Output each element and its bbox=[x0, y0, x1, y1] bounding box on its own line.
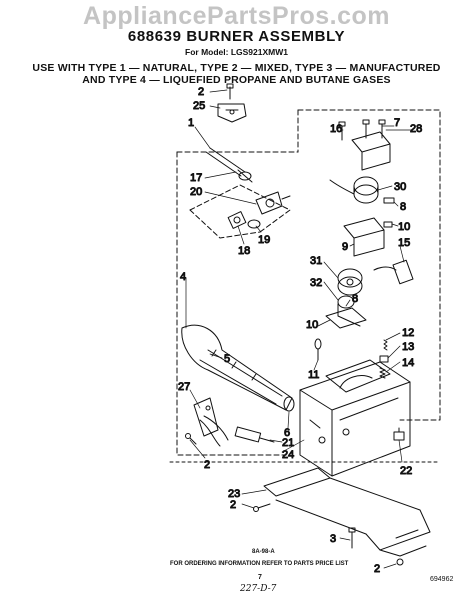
callout-8-upper: 8 bbox=[400, 201, 406, 213]
screw-16 bbox=[338, 121, 346, 141]
assembly-outline bbox=[176, 109, 441, 456]
callout-32: 32 bbox=[310, 277, 322, 289]
callout-1: 1 bbox=[188, 117, 194, 129]
part-11 bbox=[314, 338, 322, 361]
callout-2-igniter: 2 bbox=[204, 459, 210, 471]
callout-20: 20 bbox=[190, 186, 202, 198]
plate-10-lower bbox=[325, 307, 367, 329]
leader-lines bbox=[185, 89, 413, 569]
gas-type-line-2: AND TYPE 4 — LIQUEFIED PROPANE AND BUTAN… bbox=[82, 74, 391, 86]
fitting-22 bbox=[393, 427, 405, 441]
callout-2-bottom: 2 bbox=[374, 563, 380, 575]
orifice-fitting-18 bbox=[227, 211, 247, 229]
callout-8-lower: 8 bbox=[352, 293, 358, 305]
callout-2-bracket: 2 bbox=[230, 499, 236, 511]
burner-tube bbox=[181, 324, 295, 412]
screw-2-bottom bbox=[396, 558, 404, 566]
screw-2-bracket bbox=[253, 503, 271, 512]
orifice-group-outline bbox=[189, 184, 291, 239]
callout-24: 24 bbox=[282, 449, 294, 461]
clip-8-upper bbox=[383, 197, 395, 204]
orifice-hood bbox=[255, 191, 291, 215]
callout-15: 15 bbox=[398, 237, 410, 249]
page-title: 688639 BURNER ASSEMBLY bbox=[127, 28, 346, 45]
callout-3: 3 bbox=[330, 533, 336, 545]
spring-12 bbox=[383, 339, 388, 351]
callout-7: 7 bbox=[394, 117, 400, 129]
valve-housing bbox=[325, 359, 391, 393]
callout-12: 12 bbox=[402, 327, 414, 339]
callout-31: 31 bbox=[310, 255, 322, 267]
component-15 bbox=[373, 259, 414, 285]
callout-21: 21 bbox=[282, 437, 294, 449]
coil-32 bbox=[337, 295, 361, 327]
screw-3 bbox=[348, 527, 356, 549]
coil-bracket-lower bbox=[343, 217, 385, 257]
callout-22: 22 bbox=[400, 465, 412, 477]
callout-13: 13 bbox=[402, 341, 414, 353]
callout-9: 9 bbox=[342, 241, 348, 253]
handwritten-note: 227-D-7 bbox=[240, 584, 277, 594]
model-number: For Model: LGS921XMW1 bbox=[185, 47, 288, 57]
igniter-bracket bbox=[193, 397, 229, 447]
gas-type-line-1: USE WITH TYPE 1 — NATURAL, TYPE 2 — MIXE… bbox=[32, 62, 441, 74]
callout-labels: 2 25 1 17 20 18 19 4 5 27 6 2 21 24 16 7… bbox=[178, 86, 423, 576]
callout-6: 6 bbox=[284, 427, 290, 439]
callout-23: 23 bbox=[228, 488, 240, 500]
callout-16: 16 bbox=[330, 123, 342, 135]
top-screw bbox=[226, 83, 234, 100]
callout-11: 11 bbox=[308, 369, 319, 381]
coil-bracket-top bbox=[351, 131, 391, 171]
igniter-21 bbox=[234, 426, 275, 443]
callout-27: 27 bbox=[178, 381, 190, 393]
callout-14: 14 bbox=[402, 357, 414, 369]
sheet-code: 8A-98-A bbox=[252, 549, 275, 555]
callout-5: 5 bbox=[224, 353, 230, 365]
callout-10-lower: 10 bbox=[306, 319, 318, 331]
screw-7a bbox=[362, 119, 370, 139]
callout-18: 18 bbox=[238, 245, 250, 257]
callout-30: 30 bbox=[394, 181, 406, 193]
solenoid-coil-30 bbox=[329, 176, 379, 204]
callout-17: 17 bbox=[190, 172, 202, 184]
orifice-cap-19 bbox=[247, 219, 261, 229]
bracket-25 bbox=[217, 103, 247, 123]
callout-19: 19 bbox=[258, 234, 270, 246]
valve-13 bbox=[379, 355, 389, 363]
figure-code: 694962 bbox=[430, 576, 454, 583]
solenoid-coil-31 bbox=[337, 268, 363, 296]
clip-10-upper bbox=[383, 221, 393, 228]
callout-4: 4 bbox=[180, 271, 186, 283]
mounting-bracket-23 bbox=[263, 467, 431, 557]
screw-7b bbox=[378, 119, 386, 139]
callout-10-upper: 10 bbox=[398, 221, 410, 233]
ordering-info: FOR ORDERING INFORMATION REFER TO PARTS … bbox=[170, 561, 349, 567]
watermark: AppliancePartsPros.com bbox=[83, 2, 390, 30]
callout-28: 28 bbox=[410, 123, 422, 135]
valve-base-plate bbox=[299, 361, 411, 477]
gas-tube bbox=[205, 147, 253, 183]
callout-2: 2 bbox=[198, 86, 204, 98]
callout-25: 25 bbox=[193, 100, 205, 112]
spring-14 bbox=[379, 367, 386, 379]
screw-2-lower-left bbox=[185, 433, 197, 445]
page-number: 7 bbox=[258, 574, 262, 581]
